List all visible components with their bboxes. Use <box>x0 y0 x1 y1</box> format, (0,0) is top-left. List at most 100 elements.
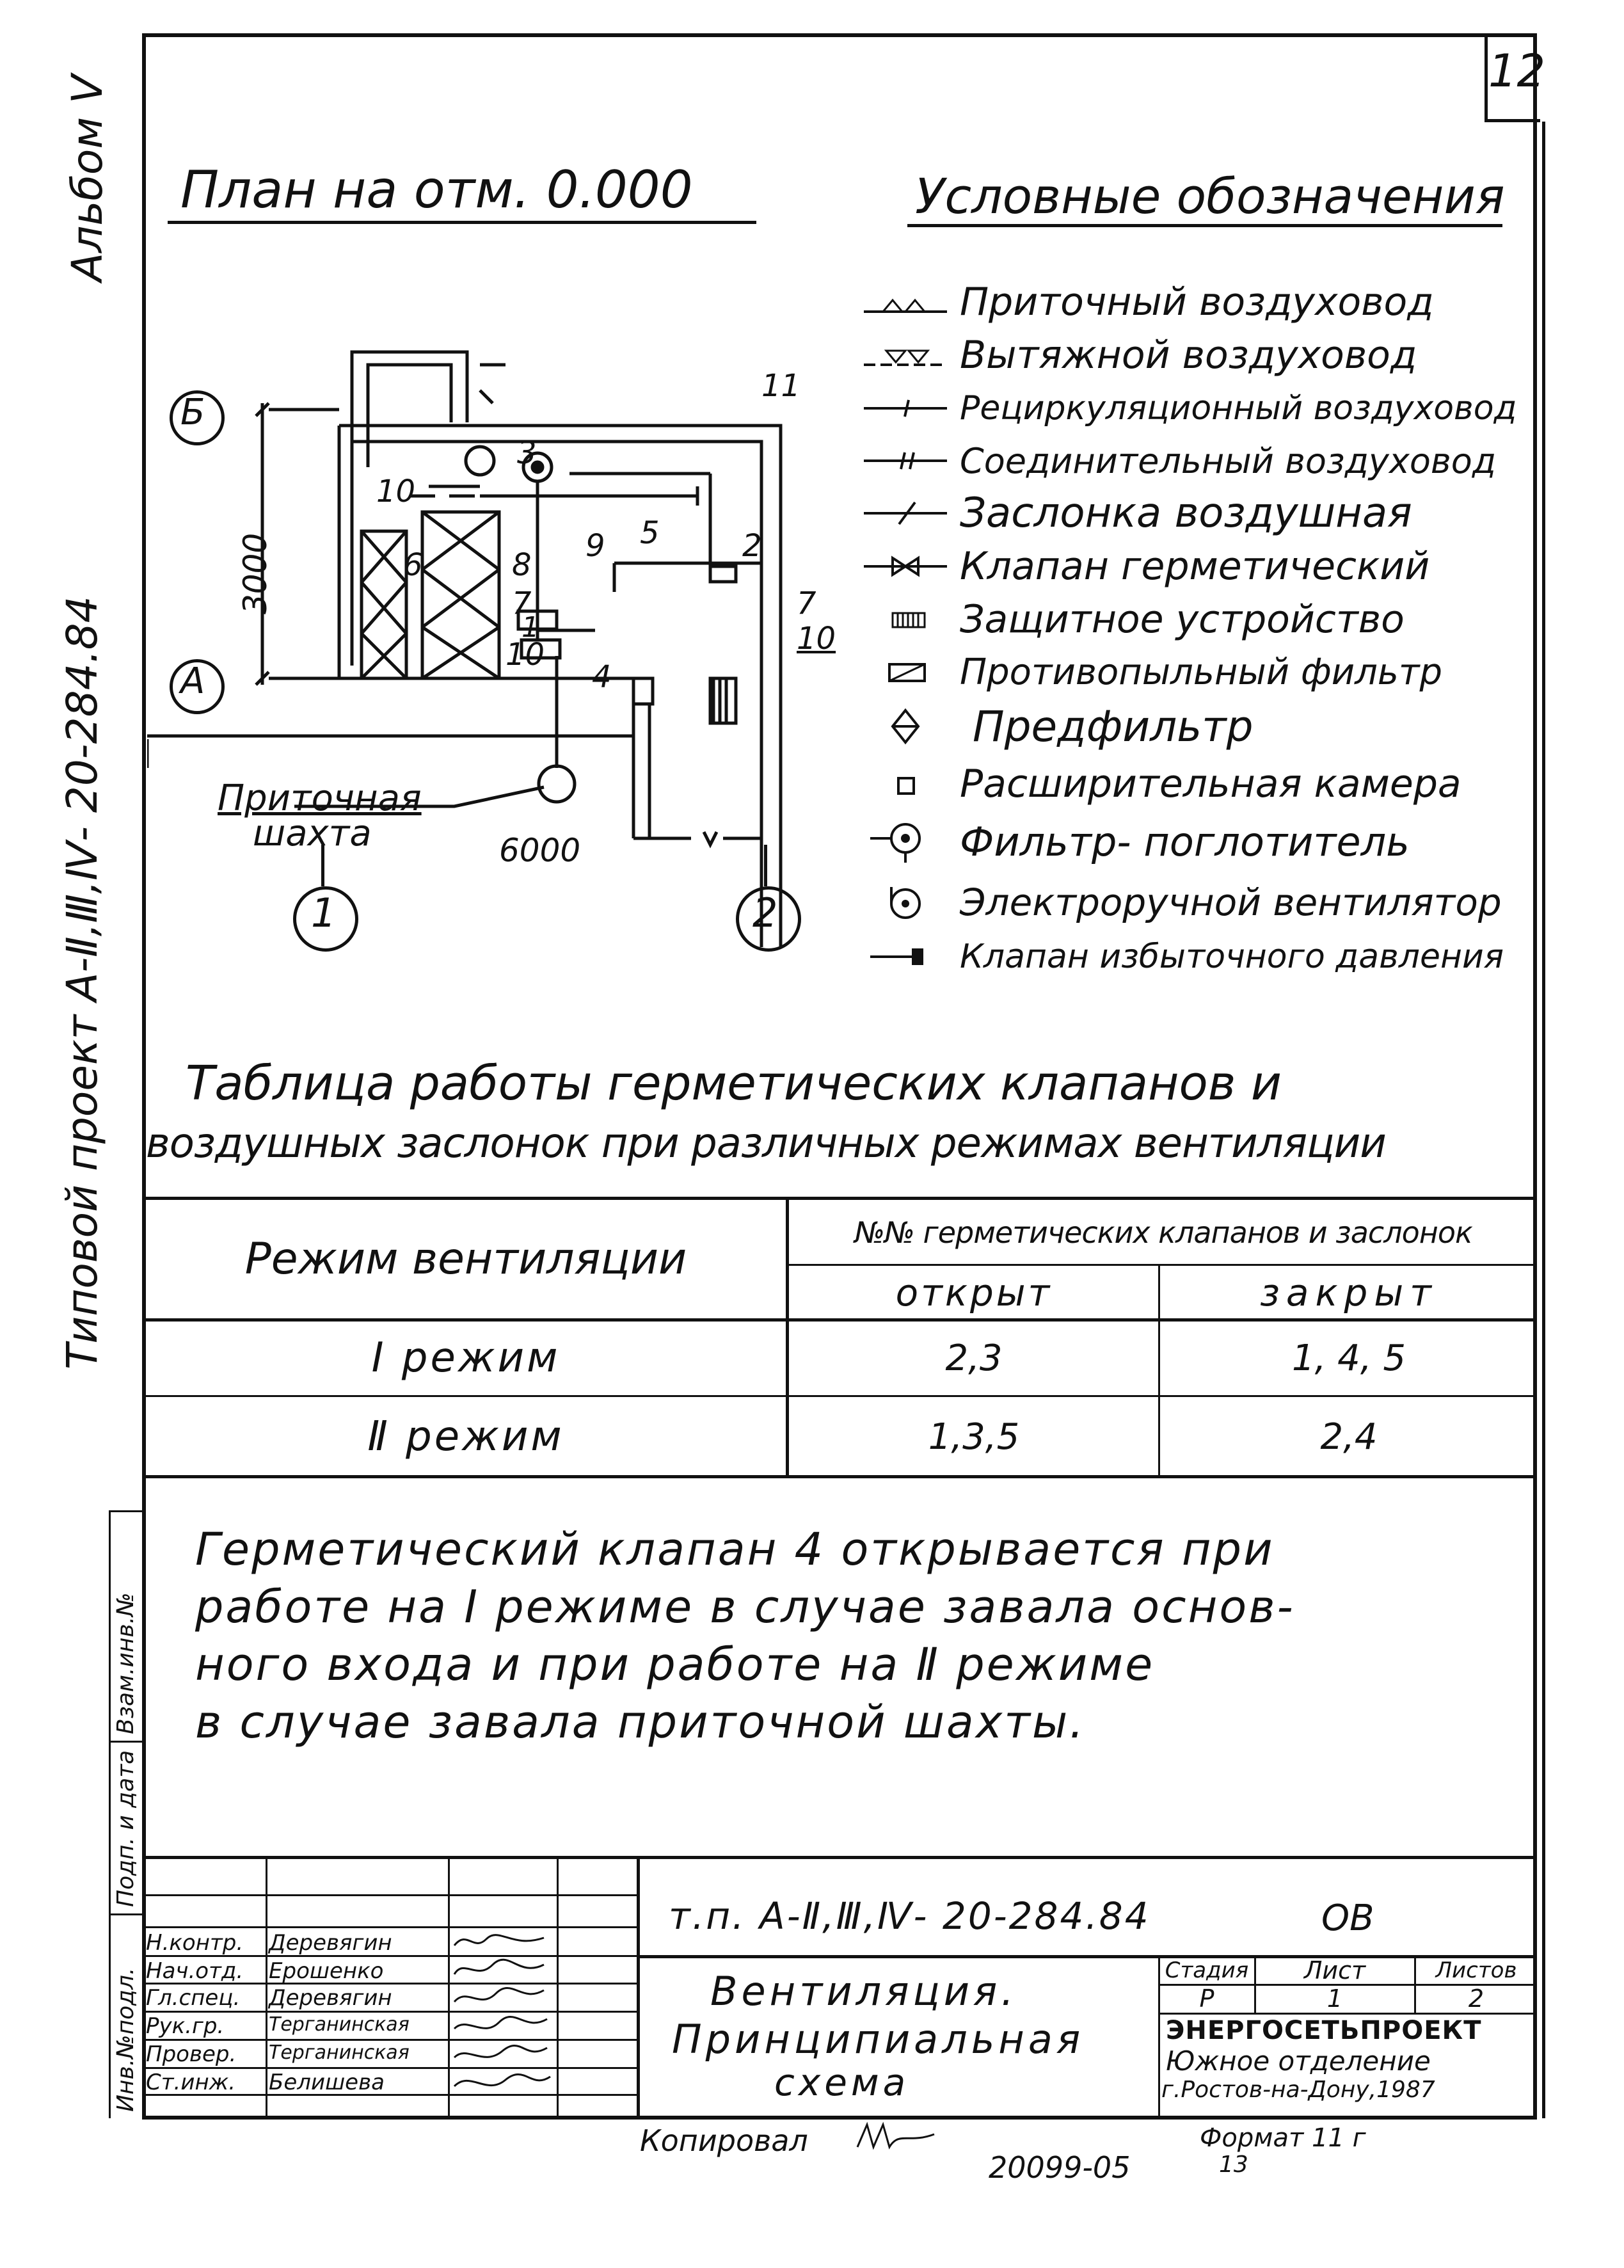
title-block-row-g <box>142 2067 637 2069</box>
title-block-col-sign <box>557 1856 559 2118</box>
table-header-bottom <box>142 1318 1537 1322</box>
legend-item-supply: Приточный воздуховод <box>851 276 1434 328</box>
note-line-2: работе на Ⅰ режиме в случае завала основ… <box>195 1581 1295 1633</box>
note-line-4: в случае завала приточной шахты. <box>195 1696 1086 1748</box>
title-block-mid <box>637 1955 1537 1958</box>
callout-3: 3 <box>517 435 537 471</box>
name-1: Деревягин <box>269 1930 392 1956</box>
title-block-row-b <box>142 1926 637 1928</box>
table-header-mode: Режим вентиляции <box>244 1234 687 1284</box>
note-line-1: Герметический клапан 4 открывается при <box>195 1523 1275 1576</box>
stamp-divider-1 <box>109 1741 144 1743</box>
axis-b-bubble <box>170 390 225 445</box>
table-row-2-mode: Ⅱ режим <box>367 1413 564 1460</box>
drawing-title-1: Вентиляция. <box>710 1968 1018 2015</box>
legend-item-hermetic: Клапан герметический <box>851 541 1429 592</box>
shaft-label-1: Приточная <box>218 778 422 819</box>
callout-7b: 7 <box>797 586 816 621</box>
copier-signature <box>856 2121 935 2150</box>
sheets-value: 2 <box>1468 1984 1485 2013</box>
section-code: ОВ <box>1321 1897 1374 1939</box>
shaft-label-2: шахта <box>253 813 372 854</box>
plan-title: План на отм. 0.000 <box>180 160 693 220</box>
table-subheader-line <box>787 1264 1537 1266</box>
callout-11: 11 <box>761 368 801 404</box>
sheet-label: Лист <box>1303 1956 1366 1984</box>
table-row-2-closed: 2,4 <box>1320 1416 1378 1458</box>
legend-title-underline <box>907 224 1502 227</box>
recirculation-duct-icon <box>851 389 960 427</box>
prefilter-icon <box>851 707 960 746</box>
role-2: Нач.отд. <box>146 1958 244 1984</box>
stage-row-a <box>1158 1984 1537 1986</box>
page-number-box <box>1485 37 1540 122</box>
dim-horizontal: 6000 <box>499 832 581 869</box>
hermetic-valve-icon <box>851 547 960 586</box>
legend-title: Условные обозначения <box>915 168 1505 225</box>
table-row-1-open: 2,3 <box>945 1337 1003 1379</box>
title-block-row-f <box>142 2039 637 2041</box>
dust-filter-icon <box>851 653 960 691</box>
axis-1-line <box>321 845 324 886</box>
stage-row-b <box>1158 2013 1537 2015</box>
callout-5: 5 <box>640 515 660 551</box>
side-album-label: Альбом Ⅴ <box>63 74 112 282</box>
signatures-image <box>453 1934 551 2088</box>
org-department: Южное отделение <box>1166 2045 1431 2077</box>
stamp-column-top <box>109 1510 144 1512</box>
legend-item-expansion: Расширительная камера <box>851 758 1461 810</box>
table-title-2: воздушных заслонок при различных режимах… <box>146 1120 1387 1167</box>
role-6: Ст.инж. <box>146 2070 236 2095</box>
legend-item-connecting: Соединительный воздуховод <box>851 435 1496 486</box>
table-bottom-border <box>142 1475 1537 1478</box>
side-project-label: Типовой проект А-Ⅱ,Ⅲ,Ⅳ- 20-284.84 <box>58 596 107 1370</box>
designation: т.п. А-Ⅱ,Ⅲ,Ⅳ- 20-284.84 <box>669 1894 1150 1938</box>
connecting-duct-icon <box>851 442 960 480</box>
callout-6: 6 <box>403 547 423 583</box>
legend-item-prefilter: Предфильтр <box>851 701 1254 752</box>
role-1: Н.контр. <box>146 1930 244 1956</box>
axis-a-label: А <box>180 660 205 702</box>
axis-2-line <box>764 845 767 886</box>
title-block-row-a <box>142 1894 637 1896</box>
overpressure-valve-icon <box>851 938 960 976</box>
table-header-open: открыт <box>895 1271 1053 1314</box>
footer-copied: Копировал <box>640 2123 808 2158</box>
table-col-divider-2 <box>1158 1264 1160 1478</box>
stamp-divider-2 <box>109 1913 144 1915</box>
plan-title-underline <box>168 221 756 224</box>
role-3: Гл.спец. <box>146 1985 241 2011</box>
table-title-1: Таблица работы герметических клапанов и <box>186 1056 1282 1111</box>
drawing-title-3: схема <box>774 2061 910 2104</box>
dim-vertical: 3000 <box>237 532 274 614</box>
callout-8: 8 <box>512 547 532 583</box>
stamp-column-line <box>109 1510 111 2118</box>
protective-device-icon <box>851 600 960 639</box>
legend-item-protective: Защитное устройство <box>851 594 1405 645</box>
legend-item-overpressure: Клапан избыточного давления <box>851 931 1504 982</box>
table-header-group: №№ герметических клапанов и заслонок <box>854 1215 1473 1250</box>
title-block-col-role <box>266 1856 267 2118</box>
name-5: Терганинская <box>269 2041 410 2064</box>
org-city: г.Ростов-на-Дону,1987 <box>1161 2077 1435 2103</box>
title-block-row-d <box>142 1983 637 1984</box>
supply-duct-icon <box>851 283 960 321</box>
exhaust-duct-icon <box>851 336 960 374</box>
title-block-row-h <box>142 2094 637 2096</box>
right-border <box>1542 122 1545 2118</box>
role-4: Рук.гр. <box>146 2013 225 2039</box>
expansion-chamber-icon <box>851 765 960 803</box>
legend-item-dust-filter: Противопыльный фильтр <box>851 646 1442 698</box>
stamp-field-inventory: Инв.№подл. <box>113 1967 139 2112</box>
callout-1: 1 <box>521 611 539 644</box>
legend-item-exhaust: Вытяжной воздуховод <box>851 330 1417 381</box>
drawing-title-2: Принципиальная <box>672 2016 1085 2063</box>
air-damper-icon <box>851 494 960 532</box>
table-row-2-open: 1,3,5 <box>928 1416 1020 1458</box>
sheet-value: 1 <box>1326 1984 1343 2013</box>
note-line-3: ного входа и при работе на Ⅱ режиме <box>195 1638 1155 1691</box>
footer-format: Формат 11 г <box>1200 2123 1366 2153</box>
title-block-col-name <box>448 1856 450 2118</box>
title-block-row-c <box>142 1955 637 1957</box>
stamp-field-signature: Подп. и дата <box>113 1750 139 1907</box>
